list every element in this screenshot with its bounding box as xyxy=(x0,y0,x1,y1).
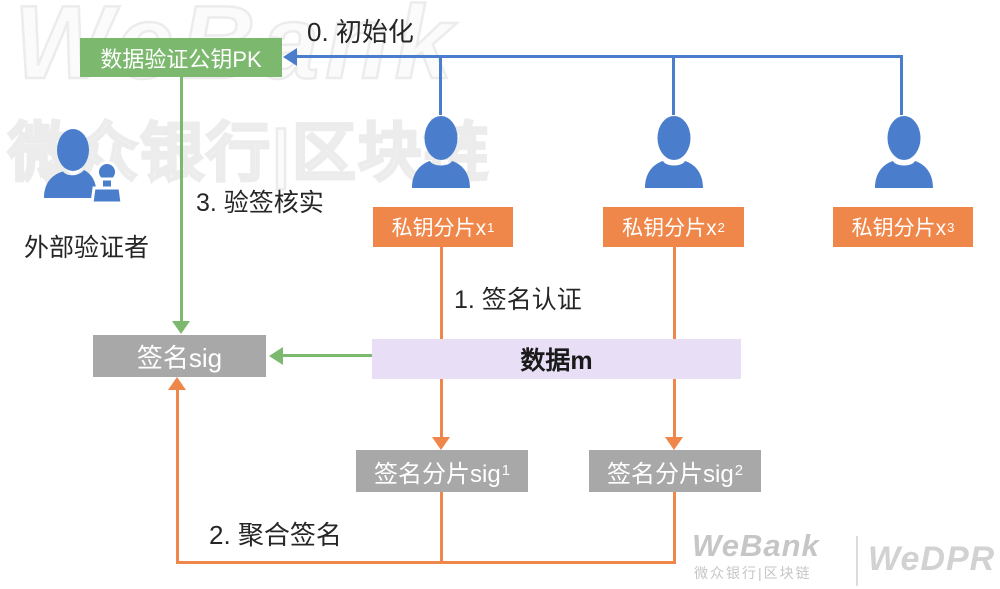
key-shard-1-subscript: 1 xyxy=(487,219,495,235)
key-shard-2-text: 私钥分片x xyxy=(622,217,717,240)
init-drop-line-1 xyxy=(439,55,442,115)
footer-divider xyxy=(856,536,858,586)
footer-wedpr-logo: WeDPR xyxy=(868,540,996,578)
footer-webank-tagline: 微众银行|区块链 xyxy=(694,565,812,581)
verify-vertical-line xyxy=(180,77,183,323)
footer-webank-logo: WeBank xyxy=(692,528,820,563)
init-drop-line-2 xyxy=(672,55,675,115)
step-1-sign-label: 1. 签名认证 xyxy=(454,286,582,314)
participant-2-icon xyxy=(645,116,703,188)
sig-shard-2-text: 签名分片sig xyxy=(607,460,734,488)
init-arrowhead-into-pk xyxy=(283,48,297,66)
init-horizontal-line xyxy=(297,55,903,58)
data-to-sig-line xyxy=(282,354,372,357)
key-shard-3-text: 私钥分片x xyxy=(851,217,947,240)
public-key-node: 数据验证公钥PK xyxy=(80,38,282,77)
aggregate-arrowhead-into-sig xyxy=(168,377,186,390)
participant-1-icon xyxy=(412,116,470,188)
external-verifier-label: 外部验证者 xyxy=(24,234,150,262)
key-shard-2-subscript: 2 xyxy=(717,219,725,235)
key-shard-3-subscript: 3 xyxy=(947,219,955,235)
verify-arrowhead-into-sig xyxy=(172,321,190,334)
sig-shard-1-subscript: 1 xyxy=(501,463,510,479)
external-verifier-icon xyxy=(44,129,124,205)
sig-shard-2-subscript: 2 xyxy=(734,463,743,479)
signature-node: 签名sig xyxy=(93,335,266,377)
step-0-init-label: 0. 初始化 xyxy=(307,17,414,47)
aggregate-line-2-down xyxy=(673,492,676,564)
data-m-node: 数据m xyxy=(372,339,741,379)
data-to-sig-arrowhead xyxy=(269,347,283,365)
sign-arrowhead-sig2 xyxy=(665,437,683,450)
aggregate-horizontal-line xyxy=(176,561,676,564)
step-3-verify-label: 3. 验签核实 xyxy=(196,189,324,217)
init-drop-line-3 xyxy=(900,55,903,115)
aggregate-line-up xyxy=(176,389,179,564)
participant-3-icon xyxy=(875,116,933,188)
step-2-aggregate-label: 2. 聚合签名 xyxy=(209,520,342,550)
sig-shard-1-text: 签名分片sig xyxy=(374,460,501,488)
key-shard-1-text: 私钥分片x xyxy=(391,217,487,240)
sign-arrowhead-sig1 xyxy=(432,437,450,450)
aggregate-line-1-down xyxy=(440,492,443,564)
